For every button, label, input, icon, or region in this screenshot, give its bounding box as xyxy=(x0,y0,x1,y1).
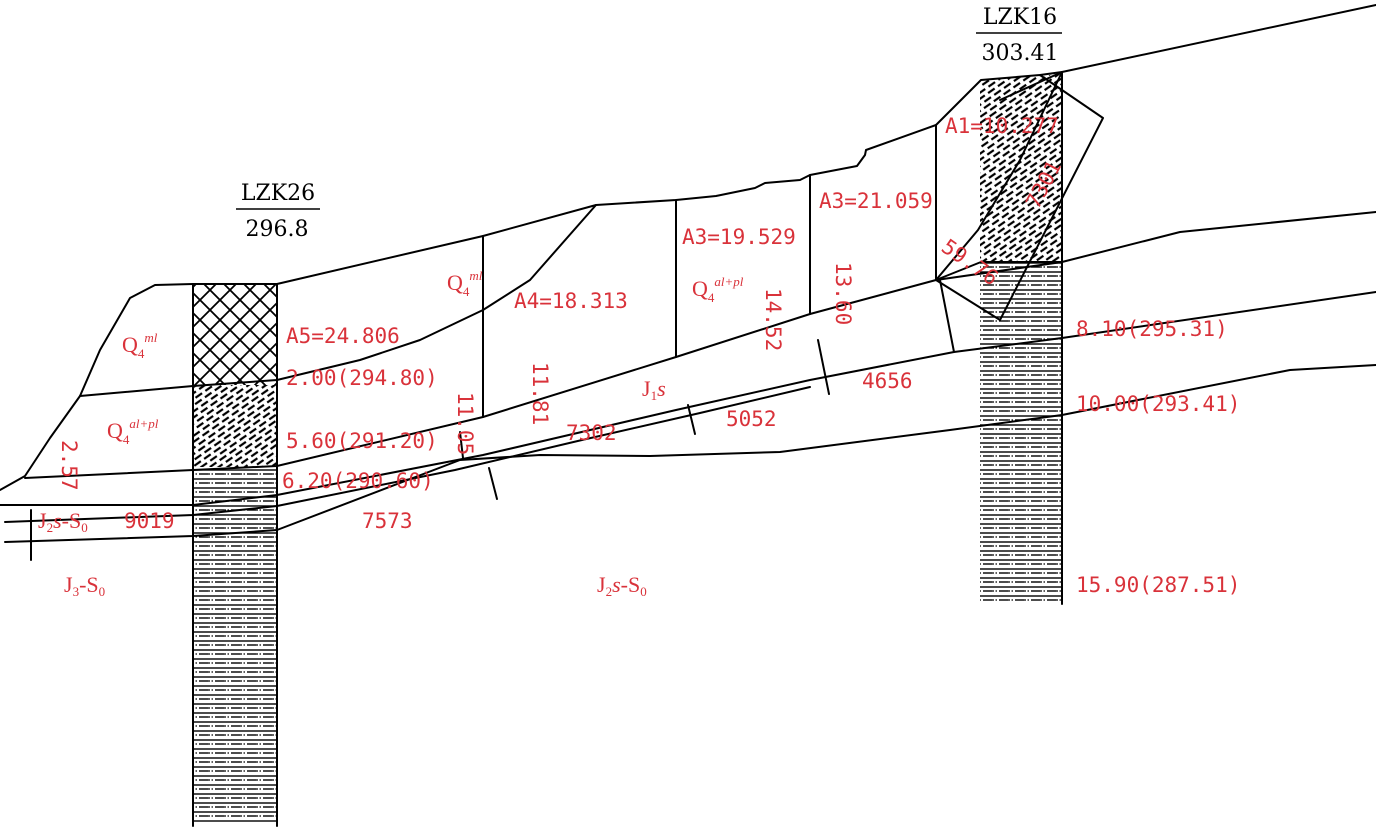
length-13-60: 13.60 xyxy=(831,262,855,325)
area-a3-right: A3=21.059 xyxy=(819,189,933,213)
fill-alluvial-boundary xyxy=(79,204,597,397)
area-a1: A1=10.277 xyxy=(945,114,1059,138)
depth-labels-lzk26: 2.00(294.80) 5.60(291.20) 6.20(290.60) xyxy=(282,366,438,493)
label-q4-ml-left: Q4ml xyxy=(122,330,158,361)
lzk16-id: LZK16 xyxy=(983,5,1057,30)
depth-lzk16-2: 10.00(293.41) xyxy=(1076,392,1240,416)
label-j2s-s0-mid: J2s-S0 xyxy=(597,572,647,599)
lzk26-fill-layer xyxy=(193,285,277,385)
area-labels: A5=24.806 A4=18.313 A3=19.529 A3=21.059 … xyxy=(286,114,1059,348)
borehole-lzk16-column xyxy=(980,73,1063,605)
label-q4-ml-mid: Q4ml xyxy=(447,268,483,299)
bedrock-line-4 xyxy=(935,211,1376,281)
depth-lzk16-1: 8.10(295.31) xyxy=(1076,317,1228,341)
tick-marks xyxy=(30,339,830,561)
stratum-labels: Q4ml Q4al+pl Q4ml Q4al+pl J1s J2s-S0 J3-… xyxy=(38,268,744,599)
lzk16-header: LZK16 303.41 xyxy=(976,5,1062,66)
label-j1s: J1s xyxy=(642,376,666,403)
number-9019: 9019 xyxy=(124,509,175,533)
lzk26-bedrock-layer xyxy=(193,467,277,822)
label-j2s-s0-left: J2s-S0 xyxy=(38,508,88,535)
lzk16-alluvial-layer xyxy=(980,74,1062,262)
depth-lzk16-3: 15.90(287.51) xyxy=(1076,573,1240,597)
depth-lzk26-2: 5.60(291.20) xyxy=(286,429,438,453)
area-a4: A4=18.313 xyxy=(514,289,628,313)
failure-wedge xyxy=(935,71,1104,353)
lzk26-header: LZK26 296.8 xyxy=(236,181,320,242)
lzk16-bedrock-layer xyxy=(980,262,1062,604)
lzk26-id: LZK26 xyxy=(241,181,315,206)
bedrock-line-1 xyxy=(0,291,1376,506)
depth-lzk26-1: 2.00(294.80) xyxy=(286,366,438,390)
borehole-lzk26-column xyxy=(193,284,278,827)
length-2-57: 2.57 xyxy=(57,440,81,491)
area-a5: A5=24.806 xyxy=(286,324,400,348)
bedrock-line-2 xyxy=(4,364,1376,543)
number-7573: 7573 xyxy=(362,509,413,533)
lzk26-elevation: 296.8 xyxy=(246,217,309,242)
number-4656: 4656 xyxy=(862,369,913,393)
length-11-05: 11.05 xyxy=(453,392,477,455)
length-14-52: 14.52 xyxy=(761,288,785,351)
lzk16-elevation: 303.41 xyxy=(982,41,1059,66)
depth-lzk26-3: 6.20(290.60) xyxy=(282,469,434,493)
depth-labels-lzk16: 8.10(295.31) 10.00(293.41) 15.90(287.51) xyxy=(1076,317,1240,597)
section-lines xyxy=(0,4,1376,827)
number-5052: 5052 xyxy=(726,407,777,431)
label-q4-alpl-mid: Q4al+pl xyxy=(692,274,744,305)
lzk26-alluvial-layer xyxy=(193,385,277,467)
label-q4-alpl-left: Q4al+pl xyxy=(107,416,159,447)
label-j3-s0: J3-S0 xyxy=(64,572,105,599)
area-a3-left: A3=19.529 xyxy=(682,225,796,249)
slice-dividers xyxy=(482,71,1063,418)
length-11-81: 11.81 xyxy=(528,362,552,425)
number-7302: 7302 xyxy=(566,421,617,445)
